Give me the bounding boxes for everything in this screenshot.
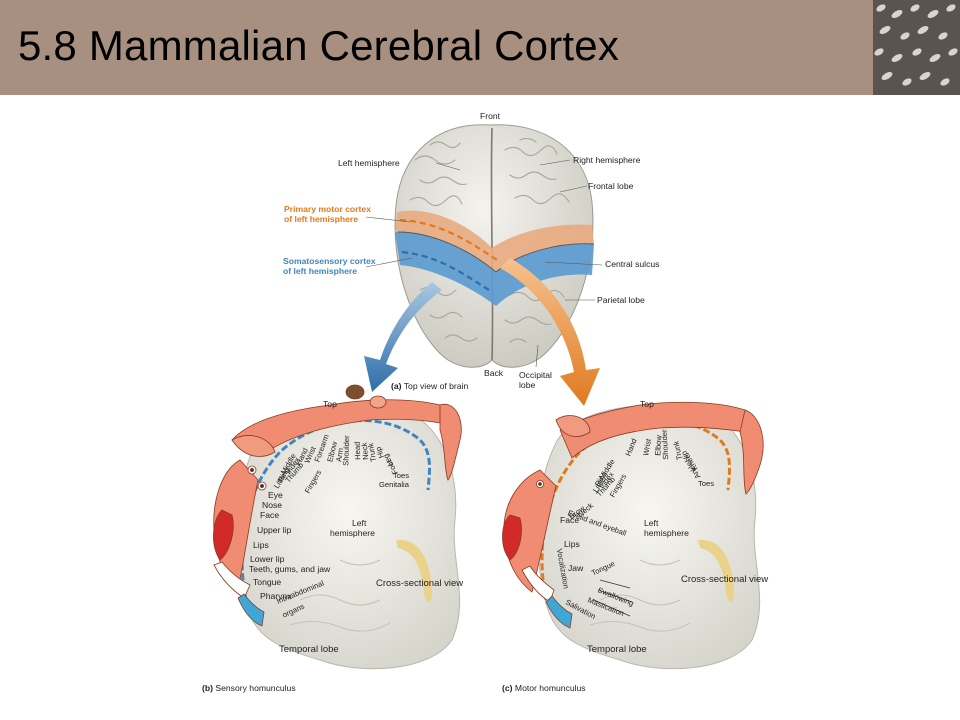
sensory-label-top: Top — [323, 399, 337, 409]
caption-b: (b) Sensory homunculus — [202, 683, 296, 693]
sensory-label-hemisphere: hemisphere — [330, 528, 375, 538]
motor-label-temporal-lobe: Temporal lobe — [587, 644, 647, 655]
sensory-arc-label-18: Genitalia — [379, 480, 409, 489]
sensory-label-left: Left — [352, 518, 367, 528]
sensory-face-label-3: Upper lip — [257, 525, 292, 535]
sensory-arc-label-17: Toes — [393, 471, 410, 480]
label-frontal-lobe: Frontal lobe — [588, 181, 634, 191]
sensory-label-cross-section: Cross-sectional view — [376, 578, 464, 589]
motor-label-top: Top — [640, 399, 654, 409]
motor-label-hemisphere: hemisphere — [644, 528, 689, 538]
label-somatosensory-cortex-2: of left hemisphere — [283, 266, 358, 276]
sensory-label-fingers: Fingers — [302, 468, 324, 495]
motor-face-label-2: Lips — [564, 539, 580, 549]
sensory-arc-label-10: Shoulder — [341, 435, 352, 466]
sensory-homunculus — [213, 384, 462, 627]
label-primary-motor-cortex: Primary motor cortex — [284, 204, 371, 214]
motor-arrow — [500, 258, 600, 406]
label-occipital-lobe: lobe — [519, 380, 536, 390]
feather-pattern-image — [873, 0, 960, 95]
motor-face-label-1: Face — [560, 515, 580, 525]
motor-homunculus — [502, 401, 764, 629]
label-front: Front — [480, 111, 501, 121]
sensory-face-label-8: Pharynx — [260, 591, 292, 601]
motor-arc-label-8: Wrist — [641, 438, 654, 457]
sensory-face-label-10: organs — [280, 601, 306, 620]
motor-arc-label-15: Toes — [698, 479, 715, 488]
motor-arc-label-7: Hand — [623, 437, 639, 458]
caption-c: (c) Motor homunculus — [502, 683, 586, 693]
title-bar: 5.8 Mammalian Cerebral Cortex — [0, 0, 960, 95]
sensory-face-label-4: Lips — [253, 540, 269, 550]
sensory-arrow — [364, 282, 442, 392]
label-parietal-lobe: Parietal lobe — [597, 295, 645, 305]
motor-label-cross-section: Cross-sectional view — [681, 574, 769, 585]
sensory-face-label-5: Lower lip — [250, 554, 285, 564]
sensory-face-label-6: Teeth, gums, and jaw — [249, 564, 331, 574]
motor-arc-label-14: Ankle — [684, 459, 703, 481]
motor-arc-label-10: Shoulder — [659, 429, 671, 461]
label-back: Back — [484, 368, 504, 378]
label-primary-motor-cortex-2: of left hemisphere — [284, 214, 359, 224]
label-somatosensory-cortex: Somatosensory cortex — [283, 256, 376, 266]
motor-face-label-3: Jaw — [568, 563, 584, 573]
slide-title: 5.8 Mammalian Cerebral Cortex — [18, 22, 620, 69]
caption-a: (a) Top view of brain — [391, 381, 469, 391]
sensory-face-label-1: Nose — [262, 500, 283, 510]
label-right-hemisphere: Right hemisphere — [573, 155, 641, 165]
brain-top-view — [365, 124, 603, 368]
label-occipital: Occipital — [519, 370, 552, 380]
label-left-hemisphere: Left hemisphere — [338, 158, 400, 168]
sensory-face-label-2: Face — [260, 510, 280, 520]
sensory-face-label-0: Eye — [268, 490, 283, 500]
sensory-cross-section — [213, 384, 462, 670]
sensory-face-label-7: Tongue — [253, 577, 282, 587]
label-central-sulcus: Central sulcus — [605, 259, 660, 269]
sensory-label-temporal-lobe: Temporal lobe — [279, 644, 339, 655]
motor-face-label-4: Tongue — [589, 558, 617, 578]
motor-label-left: Left — [644, 518, 659, 528]
